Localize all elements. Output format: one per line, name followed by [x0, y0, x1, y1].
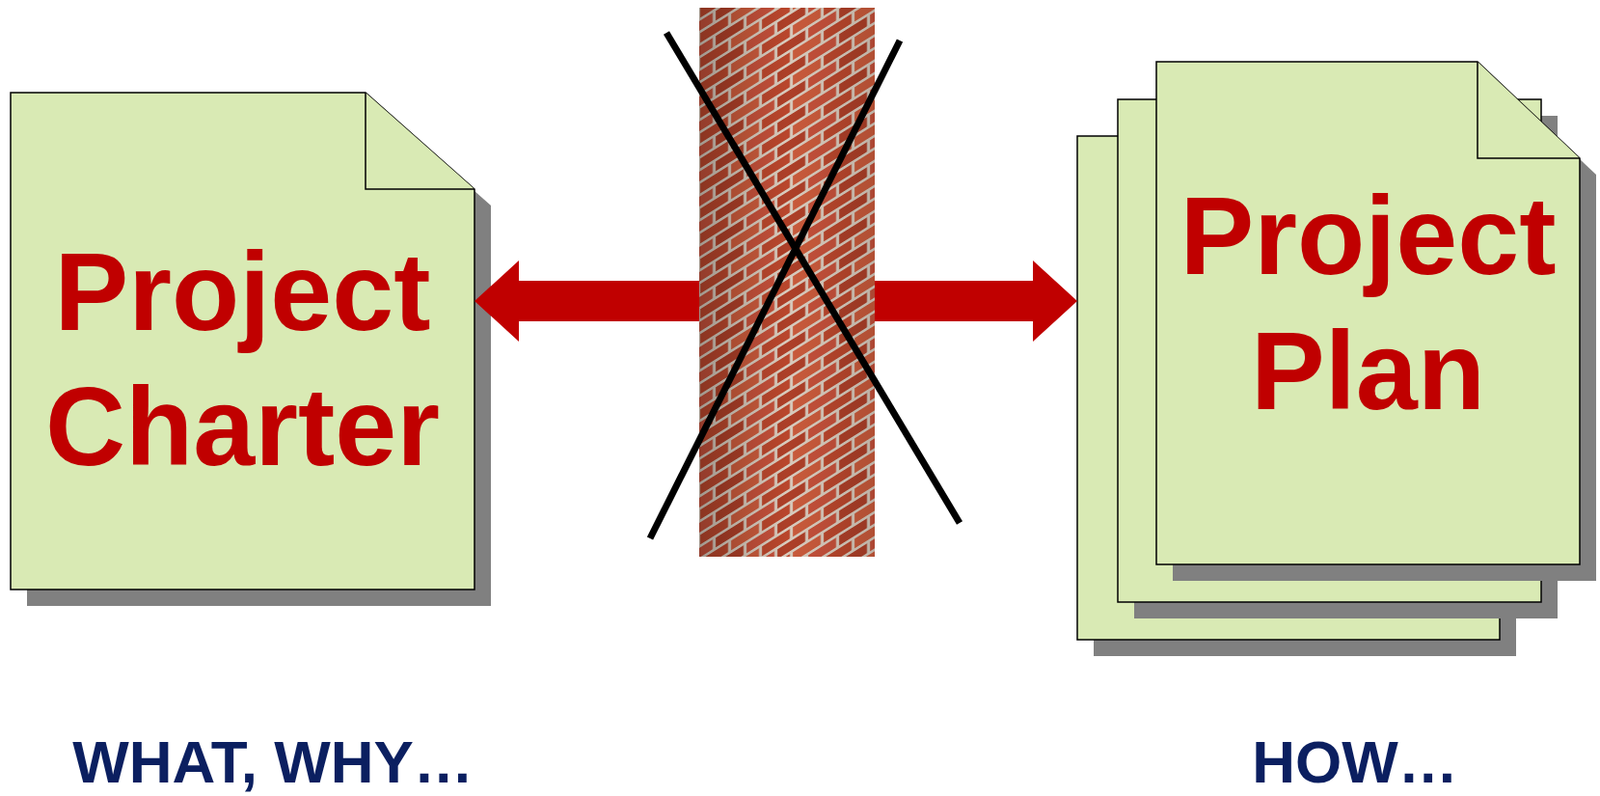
brick-wall	[699, 7, 875, 557]
page-sheet	[10, 92, 475, 590]
charter-document: Project Charter	[10, 92, 475, 590]
document-title: Project Plan	[1156, 167, 1580, 438]
cross-line	[666, 32, 960, 523]
question-label: HOW…	[1251, 732, 1459, 792]
cross-line	[650, 40, 900, 539]
double-arrow	[474, 260, 1078, 342]
question-label: WHAT, WHY…	[72, 732, 474, 792]
plan-document-stack: Project Plan	[1077, 61, 1580, 640]
brick-wall-shade	[699, 7, 875, 557]
page-fold	[365, 92, 475, 190]
page-sheet	[1156, 61, 1580, 565]
brick-wall-texture	[699, 7, 875, 557]
document-title: Project Charter	[10, 223, 475, 494]
page-fold	[1477, 61, 1580, 159]
